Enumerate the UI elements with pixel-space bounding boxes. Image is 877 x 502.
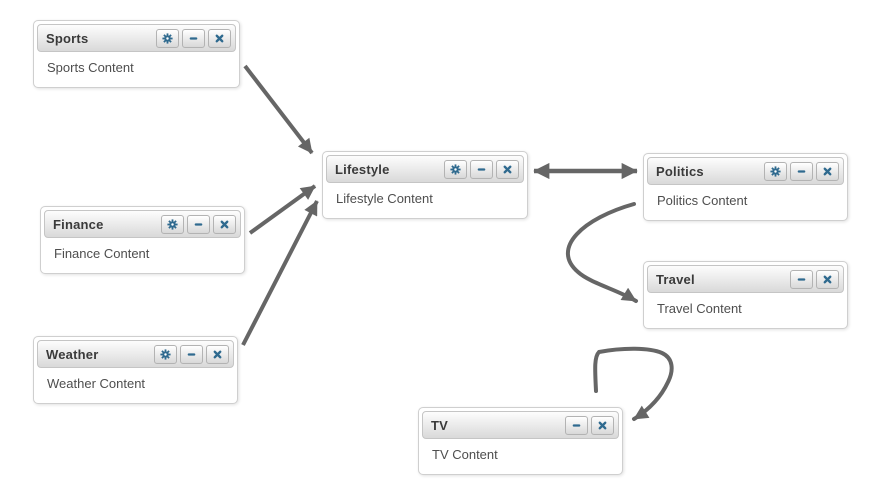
gear-icon <box>167 218 178 230</box>
panel-content: Lifestyle Content <box>336 191 433 206</box>
panel-content: Weather Content <box>47 376 146 391</box>
panel-title: Lifestyle <box>335 161 390 177</box>
minimize-button[interactable] <box>790 161 813 181</box>
close-button[interactable] <box>591 415 614 435</box>
arrow-politics-to-travel <box>565 202 638 303</box>
panel-title: Weather <box>46 346 99 362</box>
gear-button[interactable] <box>444 159 467 179</box>
gear-icon <box>162 32 173 44</box>
panel-tv[interactable]: TV TV Content <box>418 407 623 475</box>
header-buttons <box>154 344 229 364</box>
minimize-button[interactable] <box>182 28 205 48</box>
gear-icon <box>450 163 461 175</box>
panel-content: Sports Content <box>47 60 134 75</box>
header-buttons <box>764 161 839 181</box>
minimize-icon <box>189 36 198 40</box>
arrow-finance-to-lifestyle <box>248 184 317 235</box>
header-buttons <box>790 269 839 289</box>
gear-button[interactable] <box>764 161 787 181</box>
panel-content: Travel Content <box>657 301 742 316</box>
gear-icon <box>770 165 781 177</box>
panel-sports-header[interactable]: Sports <box>37 24 236 52</box>
panel-content: TV Content <box>432 447 498 462</box>
panel-tv-header[interactable]: TV <box>422 411 619 439</box>
panel-title: Travel <box>656 271 695 287</box>
minimize-button[interactable] <box>187 214 210 234</box>
panel-politics-header[interactable]: Politics <box>647 157 844 185</box>
close-icon <box>215 34 224 42</box>
minimize-icon <box>187 352 196 356</box>
close-button[interactable] <box>816 161 839 181</box>
close-button[interactable] <box>208 28 231 48</box>
gear-button[interactable] <box>154 344 177 364</box>
header-buttons <box>565 415 614 435</box>
header-buttons <box>444 159 519 179</box>
minimize-button[interactable] <box>565 415 588 435</box>
arrow-sports-to-lifestyle <box>243 64 314 155</box>
panel-content: Finance Content <box>54 246 150 261</box>
panel-title: Sports <box>46 30 89 46</box>
gear-button[interactable] <box>161 214 184 234</box>
minimize-icon <box>194 222 203 226</box>
gear-button[interactable] <box>156 28 179 48</box>
minimize-button[interactable] <box>180 344 203 364</box>
panel-travel-header[interactable]: Travel <box>647 265 844 293</box>
close-icon <box>598 421 607 429</box>
panel-lifestyle-header[interactable]: Lifestyle <box>326 155 524 183</box>
arrow-weather-to-lifestyle <box>241 200 319 346</box>
header-buttons <box>161 214 236 234</box>
close-button[interactable] <box>496 159 519 179</box>
close-button[interactable] <box>816 269 839 289</box>
close-icon <box>503 165 512 173</box>
minimize-icon <box>477 167 486 171</box>
close-button[interactable] <box>206 344 229 364</box>
minimize-icon <box>797 169 806 173</box>
panel-title: Politics <box>656 163 704 179</box>
panel-content: Politics Content <box>657 193 748 208</box>
gear-icon <box>160 348 171 360</box>
minimize-button[interactable] <box>470 159 493 179</box>
minimize-icon <box>572 423 581 427</box>
close-icon <box>213 350 222 358</box>
panel-weather-header[interactable]: Weather <box>37 340 234 368</box>
close-button[interactable] <box>213 214 236 234</box>
panel-finance-header[interactable]: Finance <box>44 210 241 238</box>
panel-title: Finance <box>53 216 104 232</box>
close-icon <box>220 220 229 228</box>
close-icon <box>823 167 832 175</box>
header-buttons <box>156 28 231 48</box>
minimize-icon <box>797 277 806 281</box>
close-icon <box>823 275 832 283</box>
minimize-button[interactable] <box>790 269 813 289</box>
panel-title: TV <box>431 417 449 433</box>
